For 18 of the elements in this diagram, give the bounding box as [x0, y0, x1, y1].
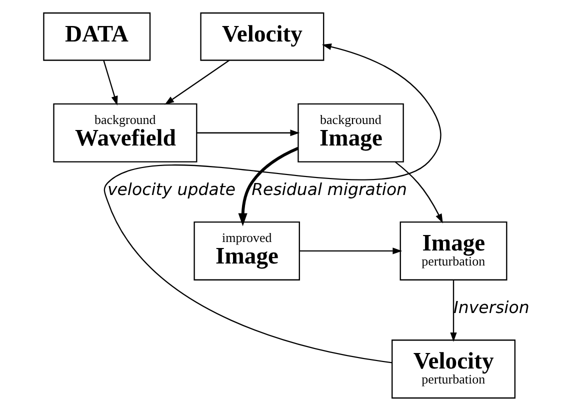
node-box: improved Image	[194, 221, 300, 280]
arrow	[238, 146, 299, 226]
arrow	[104, 44, 442, 364]
arrow	[197, 130, 300, 136]
node-box: Velocity perturbation	[392, 340, 516, 399]
node-box: background Wavefield	[53, 103, 198, 162]
arrow	[450, 280, 457, 342]
node-box: Image perturbation	[400, 221, 508, 280]
arrow	[164, 60, 230, 105]
node-box: background Image	[298, 103, 404, 162]
edge-label: Residual migration	[252, 180, 408, 200]
edge-label: Inversion	[454, 298, 530, 318]
arrow	[103, 60, 118, 106]
edge-label: velocity update	[107, 180, 236, 200]
node-box: DATA	[43, 12, 151, 61]
arrow	[394, 162, 443, 224]
arrow	[300, 248, 402, 254]
node-box: Velocity	[200, 12, 324, 61]
